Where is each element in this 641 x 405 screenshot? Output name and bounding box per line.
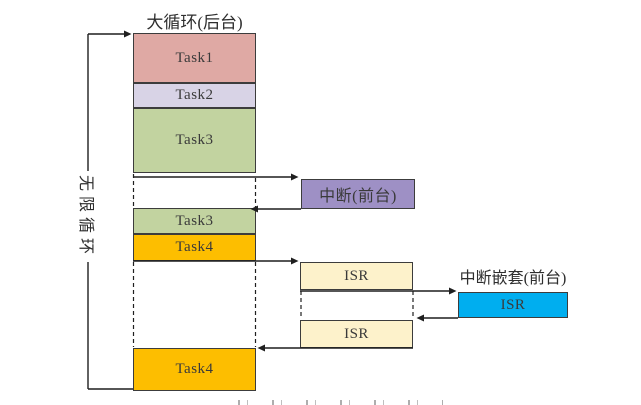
task2-label: Task2 <box>175 87 214 103</box>
interrupt-foreground-label: 中断(前台) <box>319 188 397 205</box>
arrowhead-to-isr1 <box>291 257 299 265</box>
task4-resumed-segment: Task4 <box>133 348 256 391</box>
task3-resumed-label: Task3 <box>175 212 214 229</box>
arrowhead-nested-return <box>416 314 424 322</box>
caption-clipped-text <box>238 400 443 405</box>
interrupt-foreground-box: 中断(前台) <box>301 179 415 209</box>
arrowhead-to-nested-isr <box>449 287 457 295</box>
isr-box-2: ISR <box>300 320 413 348</box>
nested-interrupt-title: 中断嵌套(前台) <box>459 270 567 287</box>
arrowhead-loop-top <box>124 30 132 38</box>
arrowhead-to-interrupt <box>291 173 299 181</box>
task1-segment: Task1 <box>133 33 256 83</box>
isr-box-1: ISR <box>300 262 413 290</box>
isr-box-1-label: ISR <box>344 267 369 284</box>
isr-box-2-label: ISR <box>344 325 369 342</box>
nested-isr-label: ISR <box>500 296 526 313</box>
background-loop-title: 大循环(后台) <box>146 13 243 32</box>
task3-label: Task3 <box>175 132 214 148</box>
arrowhead-isr2-return <box>257 344 265 352</box>
task4-label: Task4 <box>175 239 214 255</box>
task4-resumed-label: Task4 <box>175 361 214 377</box>
task3-resumed-segment: Task3 <box>133 208 256 234</box>
nested-isr-box: ISR <box>458 292 568 318</box>
task1-label: Task1 <box>175 49 214 66</box>
task4-segment: Task4 <box>133 234 256 261</box>
task2-segment: Task2 <box>133 83 256 108</box>
task3-segment: Task3 <box>133 108 256 173</box>
